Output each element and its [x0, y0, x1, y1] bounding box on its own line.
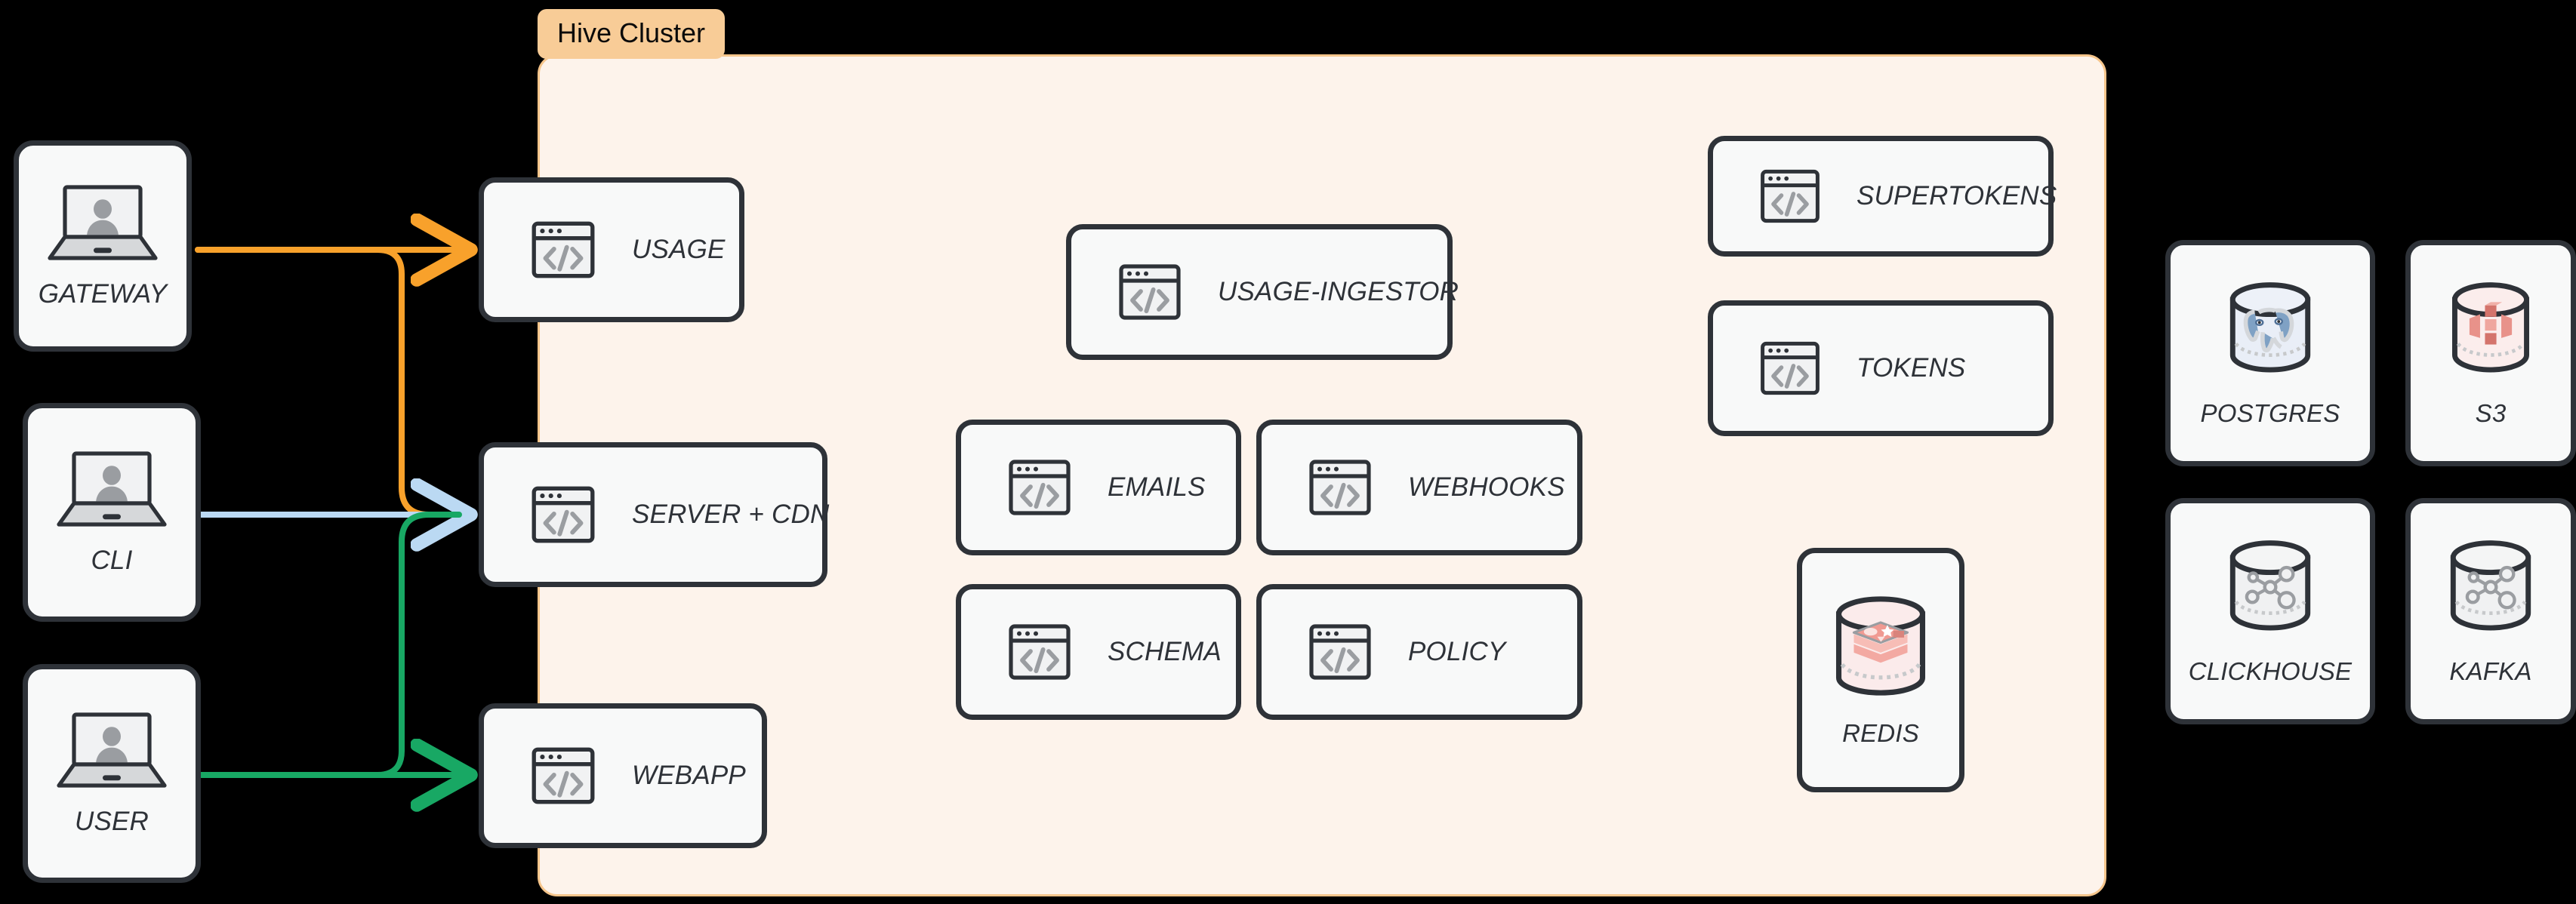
client-card-gateway[interactable]: GATEWAY	[14, 140, 192, 352]
service-card-server-cdn[interactable]: SERVER + CDN	[479, 442, 830, 587]
store-label: KAFKA	[2449, 657, 2532, 685]
client-label: CLI	[91, 546, 133, 575]
service-label: USAGE	[632, 235, 726, 264]
service-card-policy[interactable]: POLICY	[1256, 584, 1582, 720]
code-window-icon	[1009, 624, 1071, 680]
service-label: EMAILS	[1108, 472, 1206, 502]
service-label: SERVER + CDN	[632, 500, 830, 529]
wire-gateway-to-server-cdn	[195, 247, 462, 518]
code-window-icon	[1761, 341, 1820, 395]
graph-cylinder-icon	[2450, 540, 2531, 631]
service-card-emails[interactable]: EMAILS	[956, 420, 1241, 555]
postgres-cylinder-icon	[2229, 282, 2311, 373]
s3-cylinder-icon	[2451, 282, 2530, 373]
laptop-user-icon	[48, 185, 158, 260]
code-window-icon	[1761, 169, 1820, 223]
store-card-kafka[interactable]: KAFKA	[2405, 498, 2576, 724]
store-label: S3	[2475, 399, 2507, 427]
graph-cylinder-icon	[2229, 540, 2311, 631]
service-card-schema[interactable]: SCHEMA	[956, 584, 1241, 720]
client-label: GATEWAY	[38, 279, 168, 309]
laptop-user-icon	[57, 451, 167, 527]
store-label: CLICKHOUSE	[2188, 657, 2353, 685]
store-label: REDIS	[1842, 719, 1919, 747]
code-window-icon	[1119, 264, 1181, 320]
service-card-webapp[interactable]: WEBAPP	[479, 703, 767, 848]
wire-user-to-server-cdn	[195, 512, 462, 778]
service-card-webhooks[interactable]: WEBHOOKS	[1256, 420, 1582, 555]
hive-cluster-badge: Hive Cluster	[538, 9, 726, 59]
service-label: SUPERTOKENS	[1857, 181, 2057, 211]
service-card-supertokens[interactable]: SUPERTOKENS	[1708, 136, 2057, 257]
code-window-icon	[532, 221, 595, 278]
store-card-postgres[interactable]: POSTGRES	[2165, 240, 2375, 466]
code-window-icon	[1309, 624, 1371, 680]
service-label: WEBAPP	[632, 761, 746, 790]
code-window-icon	[1309, 460, 1371, 515]
store-card-s3[interactable]: S3	[2405, 240, 2576, 466]
service-label: WEBHOOKS	[1408, 472, 1565, 502]
service-label: SCHEMA	[1108, 637, 1222, 666]
code-window-icon	[1009, 460, 1071, 515]
laptop-user-icon	[57, 712, 167, 788]
store-card-redis[interactable]: REDIS	[1797, 548, 1964, 792]
service-card-tokens[interactable]: TOKENS	[1708, 300, 2054, 436]
store-card-clickhouse[interactable]: CLICKHOUSE	[2165, 498, 2375, 724]
service-card-usage[interactable]: USAGE	[479, 177, 744, 322]
client-label: USER	[74, 807, 149, 836]
code-window-icon	[532, 747, 595, 804]
service-card-usage-ingestor[interactable]: USAGE-INGESTOR	[1066, 224, 1459, 360]
code-window-icon	[532, 486, 595, 543]
service-label: USAGE-INGESTOR	[1218, 277, 1459, 306]
store-label: POSTGRES	[2200, 399, 2340, 427]
service-label: POLICY	[1408, 637, 1506, 666]
redis-cylinder-icon	[1835, 596, 1926, 696]
service-label: TOKENS	[1857, 353, 1966, 383]
client-card-cli[interactable]: CLI	[23, 403, 201, 622]
client-card-user[interactable]: USER	[23, 664, 201, 883]
